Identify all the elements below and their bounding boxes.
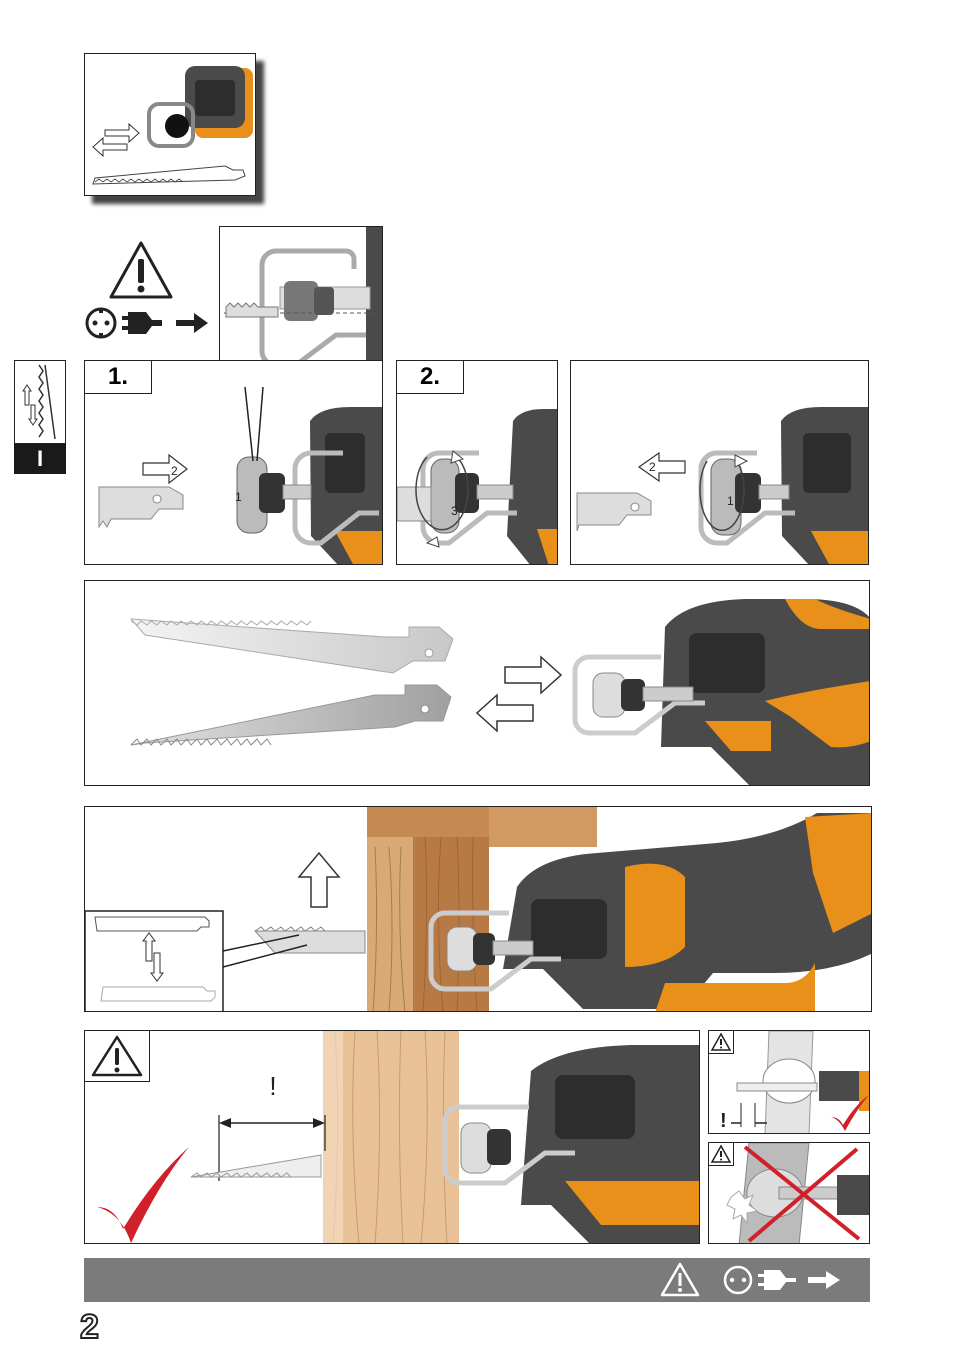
p3-knob-callout: 1: [727, 494, 734, 508]
warning-triangle-icon: [85, 1031, 149, 1081]
depth-warning-panel: !: [84, 1030, 700, 1244]
footer-bar: [84, 1258, 870, 1302]
page-number: 2: [80, 1308, 99, 1347]
warning-triangle-icon: [709, 1143, 733, 1165]
socket-icon: [725, 1267, 751, 1293]
p1-arrow-callout: 2: [171, 464, 178, 478]
unplug-icon: [722, 1264, 844, 1296]
plug-icon: [758, 1270, 796, 1290]
warning-triangle-icon: [108, 240, 174, 300]
p2-knob-callout: 3: [451, 504, 458, 518]
socket-icon: [87, 309, 115, 337]
warning-triangle-icon: [660, 1262, 700, 1298]
depth-mark: !: [269, 1071, 276, 1101]
p3-arrow-callout: 2: [649, 460, 656, 474]
blade-lower: [131, 685, 451, 745]
step3-panel: 2 1: [570, 360, 869, 565]
blade-orientation-panel: [84, 580, 870, 786]
unplug-icon: [84, 306, 212, 340]
tab-label: I: [14, 444, 66, 474]
intro-panel: [84, 53, 256, 196]
blade-upper: [131, 619, 453, 673]
cutting-panel: [84, 806, 872, 1012]
blade-updown-icon: [15, 361, 65, 443]
pipe-correct-panel: !: [708, 1030, 870, 1134]
arrow-right-icon: [176, 313, 208, 333]
checkmark-icon: [97, 1147, 189, 1243]
warning-triangle-icon: [709, 1031, 733, 1053]
step2-panel: 2. 3: [396, 360, 558, 565]
intro-illustration: [85, 54, 256, 196]
section-tab: I: [14, 360, 66, 472]
step1-panel: 1. 2 1: [84, 360, 383, 565]
arrow-right-icon: [808, 1271, 840, 1289]
p1-knob-callout: 1: [235, 490, 242, 504]
tab-icon-box: [14, 360, 66, 444]
pipe-mark: !: [720, 1110, 727, 1132]
depth-warning-label: [85, 1031, 150, 1082]
plug-icon: [122, 312, 162, 334]
pipe-wrong-panel: [708, 1142, 870, 1244]
